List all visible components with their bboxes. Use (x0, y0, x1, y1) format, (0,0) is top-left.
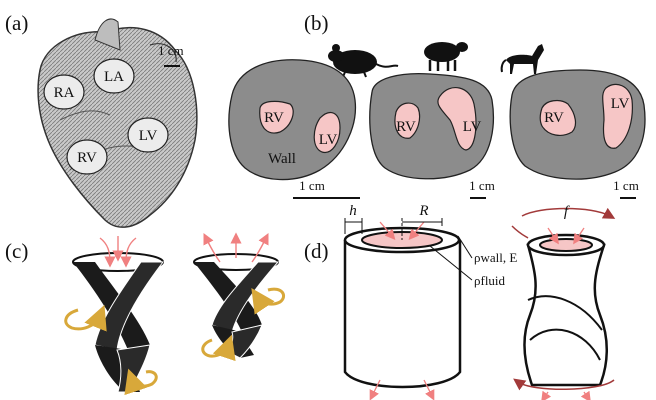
rho-fluid-label: ρfluid (474, 273, 506, 288)
panel-b: (b) RV LV Wall 1 cm (229, 11, 645, 198)
straight-cylinder: h R ρwall, E ρfluid (345, 203, 517, 396)
scale-a-label: 1 cm (158, 43, 184, 58)
chamber-rv-label: RV (77, 150, 97, 166)
chamber-ra-label: RA (54, 85, 75, 101)
section-3-rv-label: RV (544, 110, 564, 126)
twisted-cylinder: f (512, 204, 614, 398)
chamber-lv-label: LV (139, 128, 158, 144)
wall-label: Wall (268, 151, 296, 167)
section-2-lv-label: LV (463, 119, 482, 135)
chamber-la-label: LA (104, 69, 124, 85)
horse-icon (502, 44, 544, 74)
twisted-band-left (66, 236, 163, 392)
rho-wall-label: ρwall, E (474, 250, 517, 265)
panel-a: (a) RA LA RV LV 1 cm (5, 11, 197, 227)
section-3-scale-label: 1 cm (613, 178, 639, 193)
panel-c-label: (c) (5, 239, 28, 263)
section-2-scale-label: 1 cm (469, 178, 495, 193)
panel-b-label: (b) (304, 11, 329, 35)
freq-arrow-top-left (512, 226, 528, 238)
twisted-band-right (194, 238, 284, 358)
section-2-rv-label: RV (396, 119, 416, 135)
section-3-lv-label: LV (611, 96, 630, 112)
panel-c: (c) (5, 236, 284, 392)
panel-d-label: (d) (304, 239, 329, 263)
section-1-scale-label: 1 cm (299, 178, 325, 193)
section-1-rv-label: RV (264, 110, 284, 126)
panel-a-label: (a) (5, 11, 28, 35)
section-1-lv-label: LV (319, 132, 338, 148)
R-label: R (418, 203, 428, 219)
panel-d: (d) h R ρwall, E ρfluid (304, 203, 614, 398)
f-label: f (564, 204, 570, 220)
h-label: h (349, 203, 357, 219)
sheep-icon (424, 42, 468, 71)
